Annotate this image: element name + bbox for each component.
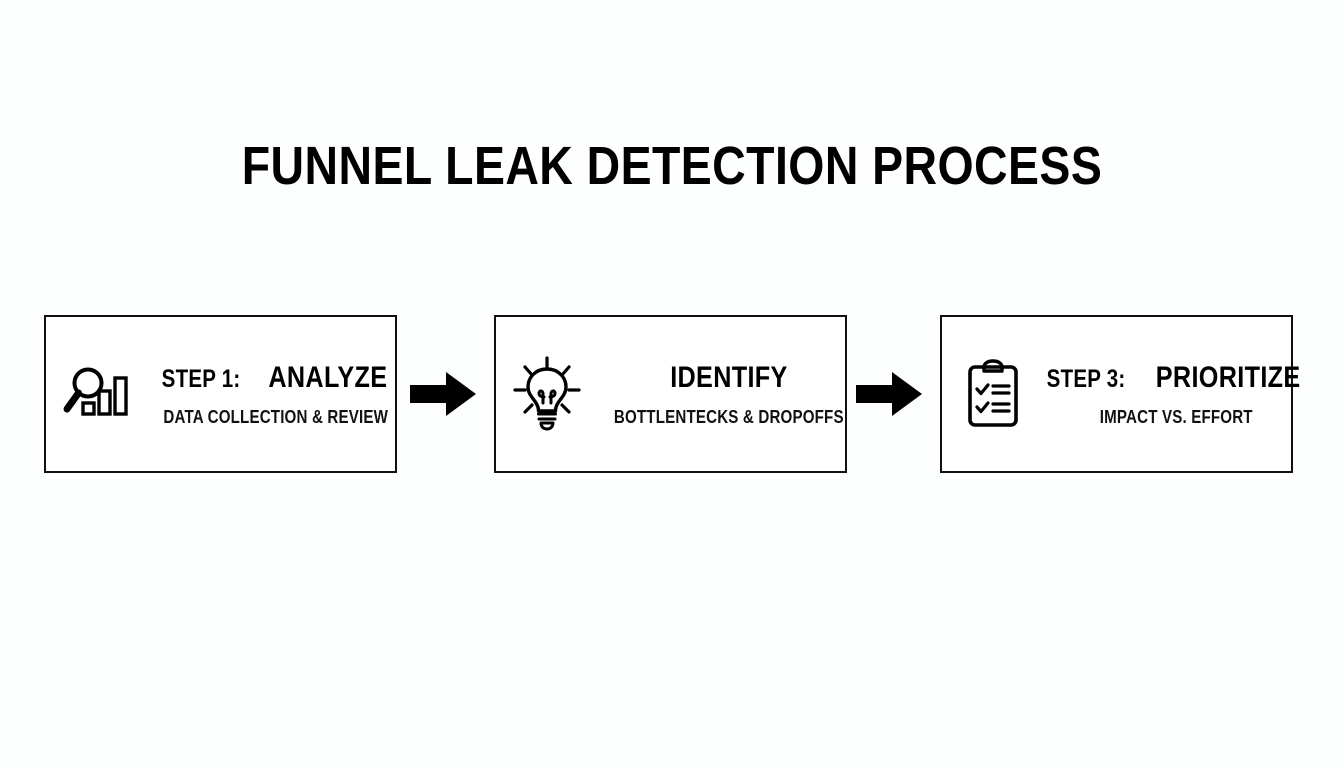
step-1-label: STEP 1:: [161, 364, 241, 393]
clipboard-checklist-icon: [964, 359, 1022, 429]
arrow-right-icon: [856, 370, 924, 418]
process-flow: STEP 1: ANALYZE DATA COLLECTION & REVIEW: [44, 315, 1300, 475]
flow-arrow-2: [856, 370, 924, 418]
lightbulb-icon: [513, 356, 581, 432]
step-2-title: IDENTIFY: [670, 360, 788, 394]
flow-arrow-1: [410, 370, 478, 418]
step-2-icon-container: [496, 356, 592, 432]
step-2-text: IDENTIFY BOTTLENTECKS & DROPOFFS: [592, 361, 880, 428]
step-1-text: STEP 1: ANALYZE DATA COLLECTION & REVIEW: [142, 361, 423, 428]
arrow-right-icon: [410, 370, 478, 418]
step-3-title: PRIORITIZE: [1155, 360, 1301, 394]
step-2-subtitle: BOTTLENTECKS & DROPOFFS: [613, 406, 844, 427]
step-3-label: STEP 3:: [1046, 364, 1126, 393]
step-card-identify[interactable]: IDENTIFY BOTTLENTECKS & DROPOFFS: [494, 315, 847, 473]
step-card-analyze[interactable]: STEP 1: ANALYZE DATA COLLECTION & REVIEW: [44, 315, 397, 473]
step-1-subtitle: DATA COLLECTION & REVIEW: [163, 406, 389, 427]
step-1-icon-container: [46, 365, 142, 423]
magnifier-bar-chart-icon: [61, 365, 133, 423]
step-3-icon-container: [942, 359, 1038, 429]
step-card-prioritize[interactable]: STEP 3: PRIORITIZE IMPACT VS. EFFORT: [940, 315, 1300, 473]
step-1-title: ANALYZE: [268, 360, 388, 394]
step-3-text: STEP 3: PRIORITIZE IMPACT VS. EFFORT: [1038, 361, 1328, 428]
step-3-subtitle: IMPACT VS. EFFORT: [1099, 406, 1253, 427]
page-title: FUNNEL LEAK DETECTION PROCESS: [241, 136, 1103, 196]
